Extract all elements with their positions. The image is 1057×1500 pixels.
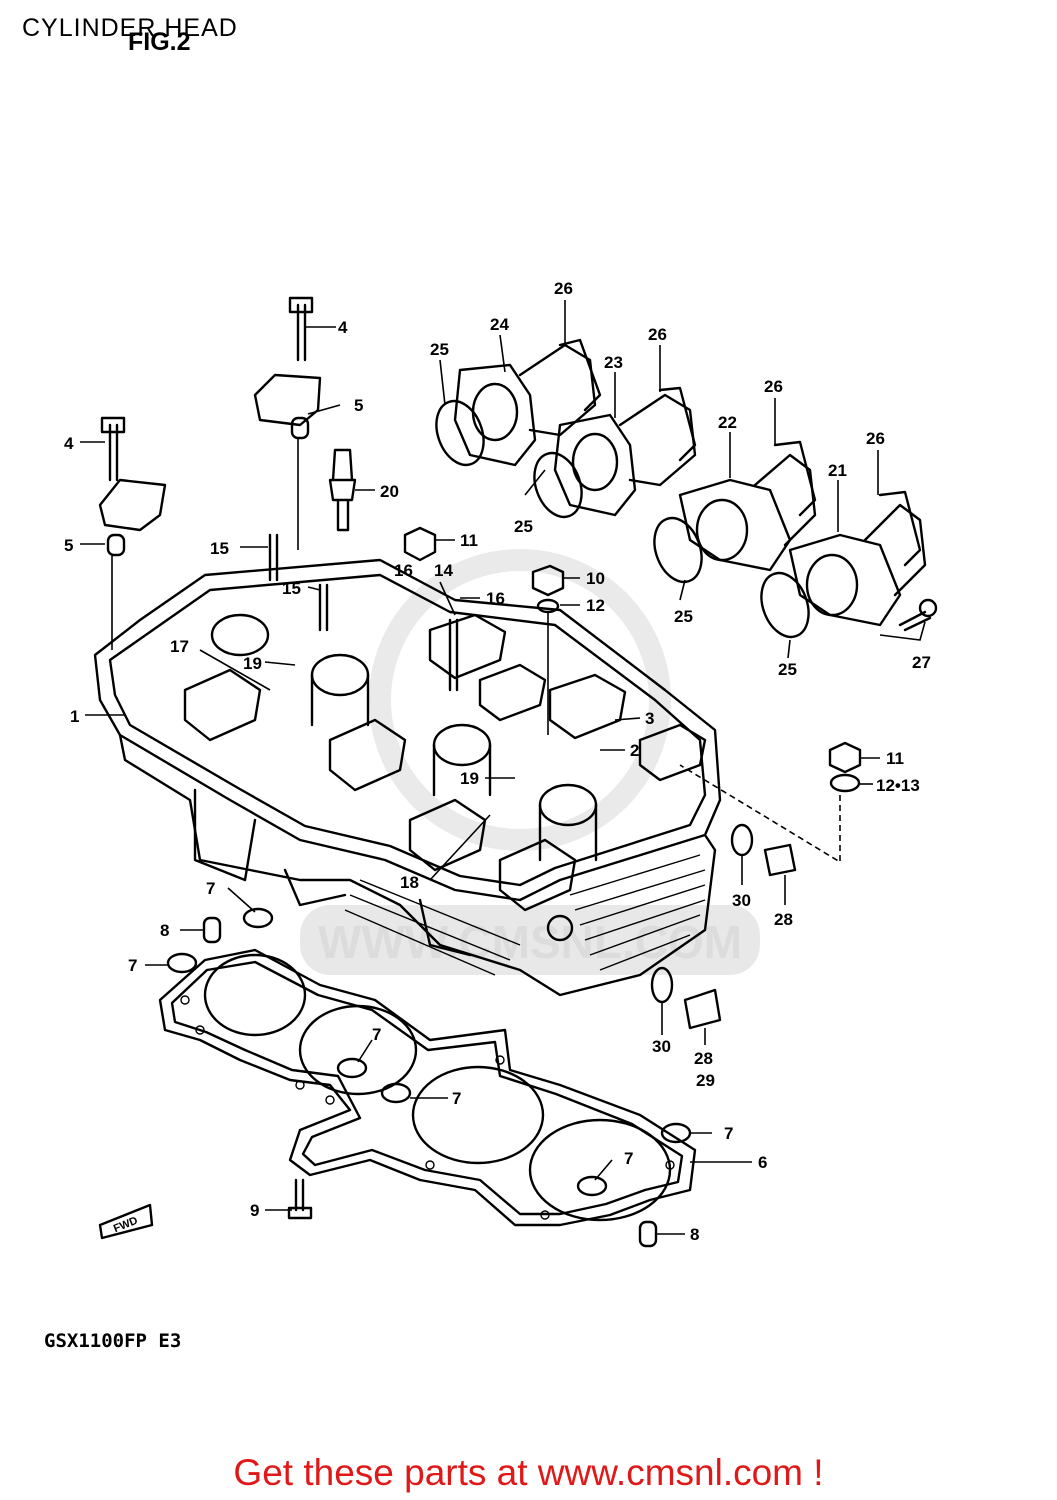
callout-2: 2 [630,741,639,760]
callout-16: 16 [486,589,505,608]
callout-4: 4 [64,434,74,453]
callout-7: 7 [206,879,215,898]
callout-25: 25 [778,660,797,679]
callout-18: 18 [400,873,419,892]
callout-23: 23 [604,353,623,372]
callout-10: 10 [586,569,605,588]
model-code: GSX1100FP E3 [44,1330,182,1352]
callout-29: 29 [696,1071,715,1090]
page-title: CYLINDER HEAD [22,14,238,42]
callout-26: 26 [648,325,667,344]
callout-5: 5 [64,536,73,555]
callout-1: 1 [70,707,79,726]
callout-6: 6 [758,1153,767,1172]
callout-12-13: 12•13 [876,776,920,795]
callout-30: 30 [732,891,751,910]
callout-16: 16 [394,561,413,580]
callout-26: 26 [866,429,885,448]
small-parts [98,296,862,1248]
callout-9: 9 [250,1201,259,1220]
callout-11: 11 [460,531,478,550]
callout-7: 7 [372,1025,381,1044]
callout-12: 12 [586,596,605,615]
callout-27: 27 [912,653,931,672]
callout-20: 20 [380,482,399,501]
watermark-text: WWW.CMSNL.COM [318,916,742,968]
callout-8: 8 [690,1225,699,1244]
leader-lines [80,300,926,1235]
cylinder-head-diagram: WWW.CMSNL.COM [64,279,938,1248]
callout-15: 15 [282,579,301,598]
figure-number: FIG.2 [128,28,191,56]
callout-17: 17 [170,637,189,656]
callout-15: 15 [210,539,229,558]
callout-14: 14 [434,561,453,580]
callout-25: 25 [514,517,533,536]
intake-pipes [435,338,938,639]
callout-22: 22 [718,413,737,432]
callout-28: 28 [694,1049,713,1068]
callout-labels: 1 2 3 4 4 5 5 6 7 7 7 7 7 7 8 8 9 10 11 … [64,279,931,1244]
callout-25: 25 [430,340,449,359]
head-gasket [158,948,697,1227]
callout-7: 7 [724,1124,733,1143]
callout-7: 7 [128,956,137,975]
callout-28: 28 [774,910,793,929]
callout-3: 3 [645,709,654,728]
cylinder-head [93,558,722,997]
callout-19: 19 [243,654,262,673]
callout-24: 24 [490,315,509,334]
callout-4: 4 [338,318,348,337]
callout-30: 30 [652,1037,671,1056]
callout-5: 5 [354,396,363,415]
callout-21: 21 [828,461,847,480]
callout-11: 11 [886,749,904,768]
callout-25: 25 [674,607,693,626]
callout-8: 8 [160,921,169,940]
shop-link[interactable]: Get these parts at www.cmsnl.com ! [233,1452,824,1493]
callout-7: 7 [624,1149,633,1168]
callout-26: 26 [764,377,783,396]
callout-7: 7 [452,1089,461,1108]
callout-26: 26 [554,279,573,298]
callout-19: 19 [460,769,479,788]
